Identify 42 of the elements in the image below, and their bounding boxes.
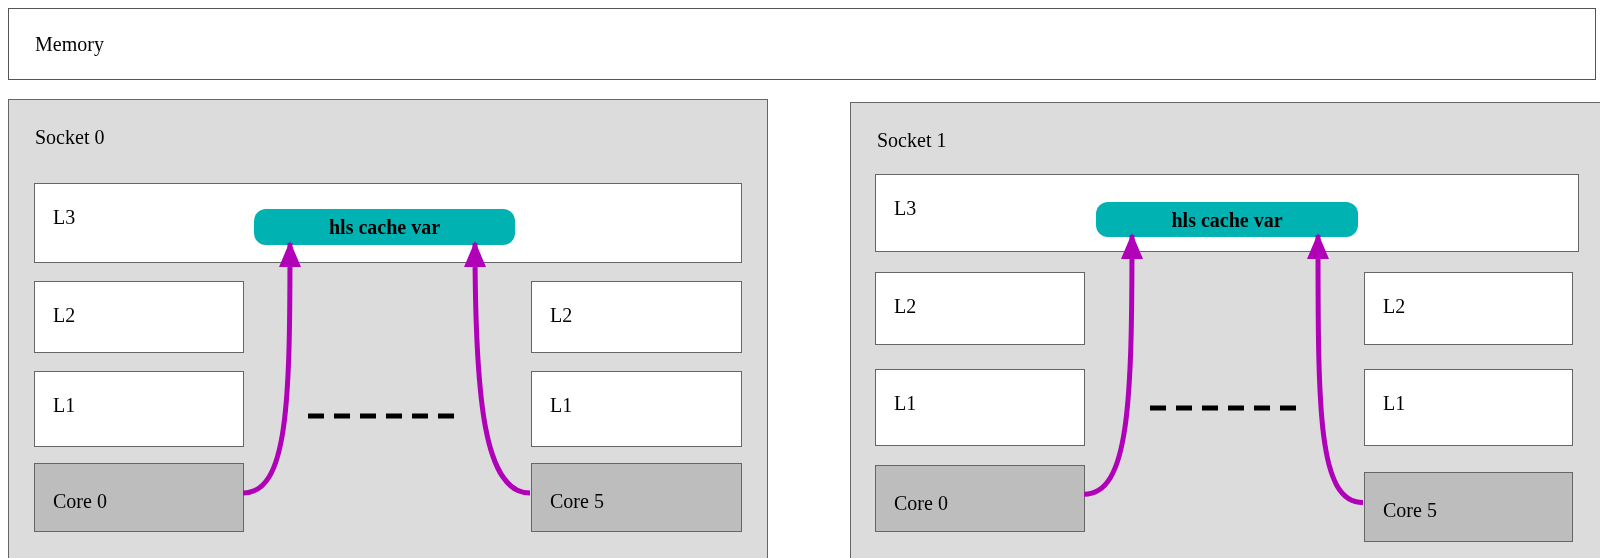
core-box: [875, 465, 1085, 532]
node-label: Core 0: [53, 490, 107, 512]
core-box: [1364, 472, 1573, 542]
node-label: hls cache var: [328, 217, 441, 237]
node-label: L1: [894, 392, 917, 414]
cache-box: [875, 174, 1579, 252]
node-label: L2: [894, 295, 917, 317]
node-label: L1: [1383, 392, 1406, 414]
socket-panel: [850, 102, 1600, 558]
cache-box: [875, 272, 1085, 345]
node-label: Socket 0: [35, 126, 105, 148]
node-label: L2: [550, 304, 573, 326]
cache-box: [531, 371, 742, 447]
node-label: L3: [53, 206, 76, 228]
arrow: [1083, 233, 1143, 497]
core-box: [34, 463, 244, 532]
node-label: Memory: [35, 34, 104, 54]
cache-box: [34, 371, 244, 447]
node-label: Core 0: [894, 492, 948, 514]
node-label: L1: [53, 394, 76, 416]
cache-box: [875, 369, 1085, 446]
node-label: Socket 1: [877, 129, 947, 151]
node-label: hls cache var: [1171, 209, 1283, 230]
cache-box: [1364, 272, 1573, 345]
node-label: L2: [1383, 295, 1406, 317]
cache-box: [531, 281, 742, 353]
socket-panel: [8, 99, 768, 558]
cache-box: [34, 281, 244, 353]
node-label: L3: [894, 197, 917, 219]
node-label: Core 5: [1383, 499, 1437, 521]
node-label: L2: [53, 304, 76, 326]
node-label: Core 5: [550, 490, 604, 512]
memory-box: [8, 8, 1596, 80]
arrow: [1307, 233, 1364, 505]
arrow: [242, 241, 301, 496]
core-box: [531, 463, 742, 532]
cache-box: [1364, 369, 1573, 446]
arrow: [464, 241, 531, 496]
cache-box: [34, 183, 742, 263]
variable-pill: [1096, 202, 1358, 237]
variable-pill: [254, 209, 515, 245]
node-label: L1: [550, 394, 573, 416]
